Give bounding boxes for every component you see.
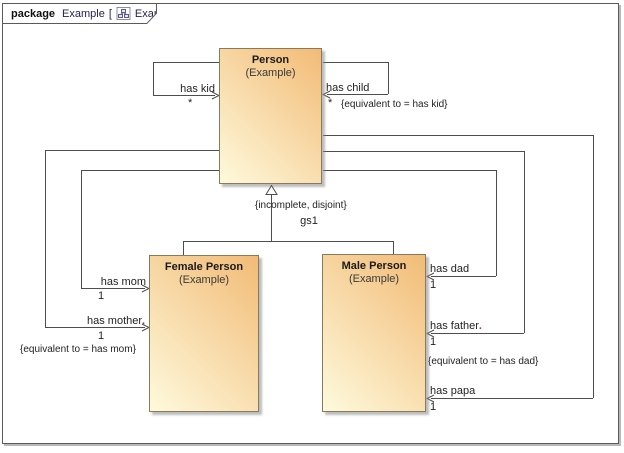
class-male-person-name: Male Person <box>341 260 407 272</box>
class-person[interactable]: Person (Example) <box>219 48 322 184</box>
assoc-has-mother-segment[interactable] <box>45 150 46 327</box>
frame-header-tab[interactable]: package Example [ Example ] <box>2 3 157 24</box>
open-arrowhead-icon <box>425 394 435 403</box>
assoc-has-father-segment[interactable] <box>524 151 525 333</box>
assoc-has-mother-segment[interactable] <box>45 327 145 328</box>
class-female-person-name: Female Person <box>164 261 244 273</box>
assoc-label-has-kid[interactable]: has kid <box>180 83 215 95</box>
assoc-has-papa-segment[interactable] <box>593 135 594 398</box>
assoc-has-child-segment[interactable] <box>327 94 388 95</box>
open-arrowhead-icon <box>425 272 435 281</box>
assoc-has-kid-segment[interactable] <box>153 95 215 96</box>
assoc-label-has-father[interactable]: has father. <box>430 320 482 332</box>
constraint-has-father[interactable]: {equivalent to = has dad} <box>428 356 539 367</box>
assoc-label-has-child[interactable]: has child <box>326 82 370 94</box>
class-person-name: Person <box>251 54 290 66</box>
open-arrowhead-icon <box>321 90 331 99</box>
assoc-label-has-dad[interactable]: has dad <box>430 263 470 275</box>
assoc-has-child-segment[interactable] <box>388 62 389 94</box>
assoc-has-kid-segment[interactable] <box>153 62 154 95</box>
multiplicity-has-papa[interactable]: 1 <box>430 401 437 413</box>
assoc-has-father-segment[interactable] <box>431 333 524 334</box>
multiplicity-has-mother[interactable]: 1 <box>98 330 105 342</box>
assoc-label-has-papa[interactable]: has papa <box>430 385 476 397</box>
assoc-has-dad-segment[interactable] <box>323 170 496 171</box>
assoc-label-has-mother[interactable]: has mother. <box>87 315 146 327</box>
generalization-segment[interactable] <box>271 195 272 241</box>
assoc-has-father-segment[interactable] <box>323 151 524 152</box>
class-male-person[interactable]: Male Person (Example) <box>322 254 426 412</box>
assoc-has-dad-segment[interactable] <box>431 276 496 277</box>
assoc-has-mother-segment[interactable] <box>45 150 219 151</box>
assoc-has-papa-segment[interactable] <box>431 398 593 399</box>
generalization-constraint[interactable]: {incomplete, disjoint} <box>255 200 347 211</box>
multiplicity-has-dad[interactable]: 1 <box>430 279 437 291</box>
multiplicity-has-mom[interactable]: 1 <box>98 290 105 302</box>
class-diagram-icon <box>116 7 131 20</box>
class-person-stereotype: (Example) <box>245 67 296 79</box>
assoc-has-kid-segment[interactable] <box>153 62 219 63</box>
open-arrowhead-icon <box>425 329 435 338</box>
frame-bracket-open: [ <box>108 7 112 20</box>
assoc-has-mom-segment[interactable] <box>81 288 145 289</box>
frame-package-name: Example <box>62 7 105 20</box>
assoc-has-mom-segment[interactable] <box>81 170 82 288</box>
frame-kind-keyword: package <box>11 7 56 20</box>
multiplicity-has-father[interactable]: 1 <box>430 336 437 348</box>
assoc-has-child-segment[interactable] <box>323 62 388 63</box>
generalization-segment[interactable] <box>183 241 184 255</box>
multiplicity-has-child[interactable]: * <box>328 97 333 109</box>
class-female-person[interactable]: Female Person (Example) <box>149 255 259 412</box>
generalization-triangle-icon <box>265 184 278 195</box>
class-female-person-stereotype: (Example) <box>178 274 230 286</box>
generalization-segment[interactable] <box>393 241 394 254</box>
assoc-has-papa-segment[interactable] <box>323 135 593 136</box>
constraint-has-child[interactable]: {equivalent to = has kid} <box>341 99 448 110</box>
generalization-segment[interactable] <box>183 241 393 242</box>
assoc-has-mom-segment[interactable] <box>81 170 219 171</box>
label-end-dot: . <box>478 320 482 332</box>
constraint-has-mother[interactable]: {equivalent to = has mom} <box>20 344 136 355</box>
assoc-has-dad-segment[interactable] <box>496 170 497 276</box>
class-male-person-stereotype: (Example) <box>348 273 400 285</box>
generalization-set-name[interactable]: gs1 <box>300 215 318 227</box>
frame-header-content: package Example [ Example ] <box>3 4 156 23</box>
label-end-dot: . <box>142 315 146 327</box>
assoc-label-has-mom[interactable]: has mom <box>100 276 146 288</box>
multiplicity-has-kid[interactable]: * <box>188 97 193 109</box>
